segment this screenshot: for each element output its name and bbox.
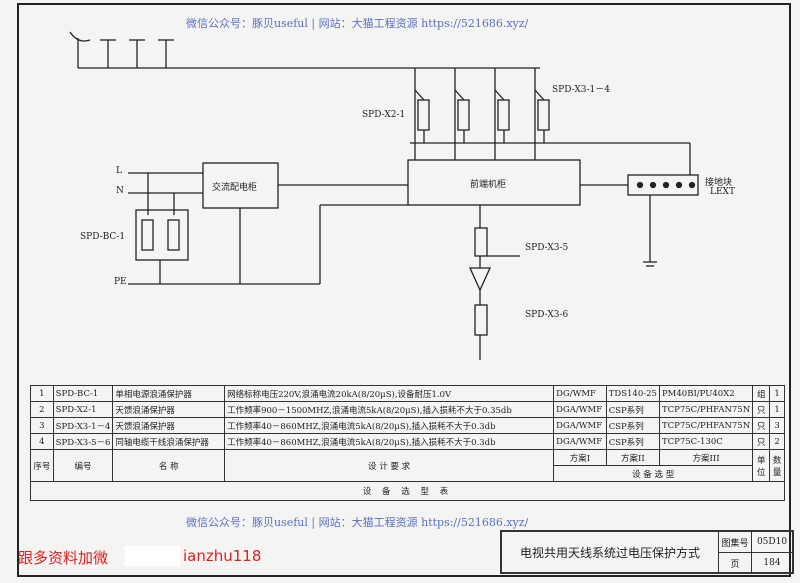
label-N: N — [116, 186, 124, 196]
label-headend: 前端机柜 — [470, 180, 507, 190]
redaction-box — [125, 546, 180, 566]
atlas-number: 05D10 — [752, 532, 792, 553]
watermark-bottom: 微信公众号：豚贝useful | 网站：大猫工程资源 https://52168… — [186, 516, 529, 529]
sheet-frame — [17, 3, 791, 577]
label-ground-block: 接地块 — [705, 178, 733, 188]
label-spd-x36: SPD-X3-6 — [525, 310, 569, 320]
drawing-title: 电视共用天线系统过电压保护方式 — [502, 532, 719, 572]
feeder-spds — [410, 68, 690, 160]
headend-cabinet — [407, 159, 581, 206]
promo-text: 跟多资料加微 — [18, 549, 109, 567]
label-spd-x35: SPD-X3-5 — [525, 243, 569, 253]
spd-bc1-symbol — [135, 173, 189, 284]
label-ground-code: LEXT — [710, 187, 735, 197]
label-L: L — [116, 166, 122, 176]
table-caption: 设 备 选 型 表 — [30, 481, 785, 501]
label-spd-x21: SPD-X2-1 — [362, 110, 406, 120]
watermark-top: 微信公众号：豚贝useful | 网站：大猫工程资源 https://52168… — [186, 17, 529, 30]
label-spd-x314: SPD-X3-1－4 — [552, 85, 610, 95]
label-PE: PE — [114, 277, 127, 287]
label-spd-bc1: SPD-BC-1 — [80, 232, 126, 242]
promo-handle: ianzhu118 — [183, 547, 262, 565]
label-ac-cabinet: 交流配电柜 — [212, 183, 258, 193]
page-number: 184 — [763, 558, 781, 568]
ground-block — [580, 174, 699, 267]
trunk-spds — [468, 205, 520, 360]
antenna-icon — [69, 31, 174, 68]
